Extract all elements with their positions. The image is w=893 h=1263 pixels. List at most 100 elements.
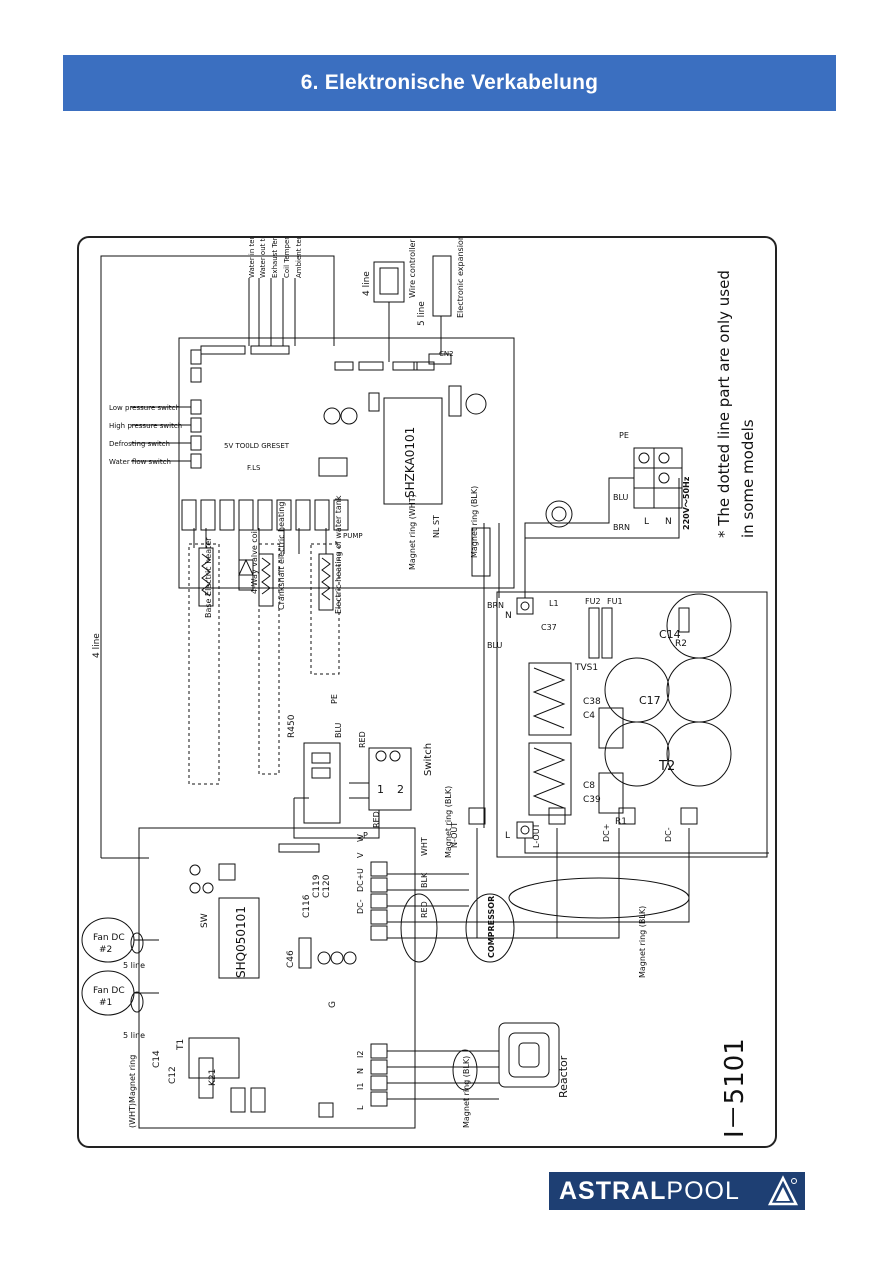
fan-2-num: #2: [99, 945, 112, 955]
filter-tvs1: TVS1: [574, 663, 598, 673]
load-valve-coil: 4-Way valve coil: [250, 529, 259, 594]
driver-term-v: V: [356, 852, 365, 858]
terminal-l: [516, 821, 534, 839]
buzzer: [465, 393, 487, 415]
magnet-ring-blk-4: Magnet ring (BLK): [444, 786, 453, 858]
driver-term-dcplus: DC+: [356, 874, 365, 892]
r450-relay: [303, 742, 341, 824]
driver-board: [138, 827, 416, 1129]
fan-five-line-2: 5 line: [123, 961, 145, 970]
filter-c37: C37: [541, 623, 557, 632]
power-n: N: [665, 517, 672, 527]
blu-label-1: BLU: [334, 722, 343, 738]
driver-c12: C12: [168, 1066, 178, 1084]
crystal-2: [340, 407, 358, 425]
driver-c119: C119: [312, 874, 322, 898]
fan-wht-ring: (WHT)Magnet ring: [128, 1055, 137, 1128]
terminal-lout: [548, 807, 566, 825]
driver-board-label: SHQ050101: [234, 906, 248, 978]
switch-connectors: [190, 349, 202, 469]
dotted-box-heater: [188, 543, 220, 785]
filter-c8: C8: [583, 781, 595, 791]
driver-term-u: U: [356, 868, 365, 874]
driver-relay: [188, 1037, 240, 1079]
driver-term-l: L: [356, 1105, 365, 1110]
wiring-diagram: Water in temperature Water out temperatu…: [77, 236, 777, 1148]
terminal-dcminus: [680, 807, 698, 825]
small-cap: [448, 385, 462, 417]
cap-c14-b: [666, 657, 732, 723]
driver-g: G: [328, 1001, 338, 1008]
coil-2: [528, 742, 572, 816]
note-line-1: * The dotted line part are only used: [715, 270, 733, 538]
terminal-n-label: N: [505, 611, 512, 621]
dotted-box-tank: [310, 543, 340, 675]
c38: [598, 707, 624, 749]
driver-part: [298, 937, 312, 969]
pe-label-1: PE: [330, 694, 339, 704]
terminal-n: [516, 597, 534, 615]
fan-2-title: Fan DC: [93, 933, 125, 943]
driver-term-i1: I1: [356, 1083, 365, 1090]
terminal-dcminus-label: DC-: [664, 827, 673, 842]
cap-c17-b: [604, 657, 670, 723]
sensor-water-out: Water out temperature: [259, 238, 267, 278]
cn2-label: CN2: [439, 350, 454, 358]
switch-defrost: Defrosting switch: [109, 440, 170, 448]
sensor-water-in: Water in temperature: [248, 238, 256, 278]
tank-heater: [318, 553, 334, 611]
red-label-2: RED: [372, 811, 381, 828]
wht-label: WHT: [420, 837, 429, 856]
power-spec: 220V～50Hz: [682, 476, 691, 530]
load-base-heater: Base Electric heater: [204, 537, 213, 618]
switch-num-1: 1: [377, 783, 384, 796]
filter-r1: R1: [615, 817, 627, 827]
terminal-dcplus-label: DC+: [602, 824, 611, 842]
switch-high-pressure: High pressure switch: [109, 422, 182, 430]
driver-k21: K21: [208, 1069, 218, 1086]
crystal-1: [323, 407, 341, 425]
four-line-top: 4 line: [362, 271, 372, 296]
driver-t1: T1: [176, 1039, 186, 1051]
filter-fu1: FU1: [607, 597, 623, 606]
switch-water-flow: Water flow switch: [109, 458, 171, 466]
brn-label-2: BRN: [613, 523, 630, 532]
model-label: I－5101: [720, 1038, 750, 1138]
nl-st-label: NL ST: [432, 515, 441, 538]
pe-label-2: PE: [619, 431, 629, 440]
blu-label-3: BLU: [613, 493, 629, 502]
switch-low-pressure: Low pressure switch: [109, 404, 180, 412]
logo-text: ASTRALPOOL: [559, 1177, 740, 1206]
reactor: [498, 1022, 560, 1088]
filter-board: [496, 591, 768, 858]
fuse-fu2: [601, 607, 613, 659]
power-terminal: [633, 447, 683, 509]
filter-c4: C4: [583, 711, 595, 721]
switch-block: [368, 747, 412, 811]
main-board-label: SHZKA0101: [403, 427, 417, 498]
magnet-ring-top: [545, 500, 573, 528]
logo-text-bold: ASTRAL: [559, 1176, 667, 1205]
driver-term-n: N: [356, 1068, 365, 1074]
magnet-ring-blk-1: Magnet ring (BLK): [470, 486, 479, 558]
fan-five-line-1: 5 line: [123, 1031, 145, 1040]
fls-label: F.LS: [247, 464, 261, 472]
capacitor-block: [318, 457, 348, 477]
fuse-fu: [588, 607, 600, 659]
red-label-1: RED: [358, 731, 367, 748]
wiring-diagram-svg: Water in temperature Water out temperatu…: [81, 238, 769, 1138]
magnet-ring-wht-1: Magnet ring (WHT): [408, 494, 417, 570]
driver-label-box: [218, 897, 260, 979]
sensor-coil: Coil Temperature: [283, 238, 291, 278]
coil-1: [528, 662, 572, 736]
dotted-box-crank: [258, 543, 280, 775]
wire-controller-label: Wire controller: [408, 239, 417, 298]
driver-term-dcminus: DC-: [356, 899, 365, 914]
sensor-exhaust: Exhaust Temperature: [271, 238, 279, 278]
section-title: 6. Elektronische Verkabelung: [300, 71, 599, 94]
main-chip-label: 5V TO0LD GRESET: [224, 442, 290, 450]
terminal-l-label: L: [505, 831, 510, 841]
filter-t2: T2: [658, 759, 675, 774]
red-label-3: RED: [420, 901, 429, 918]
driver-c120: C120: [322, 874, 332, 898]
